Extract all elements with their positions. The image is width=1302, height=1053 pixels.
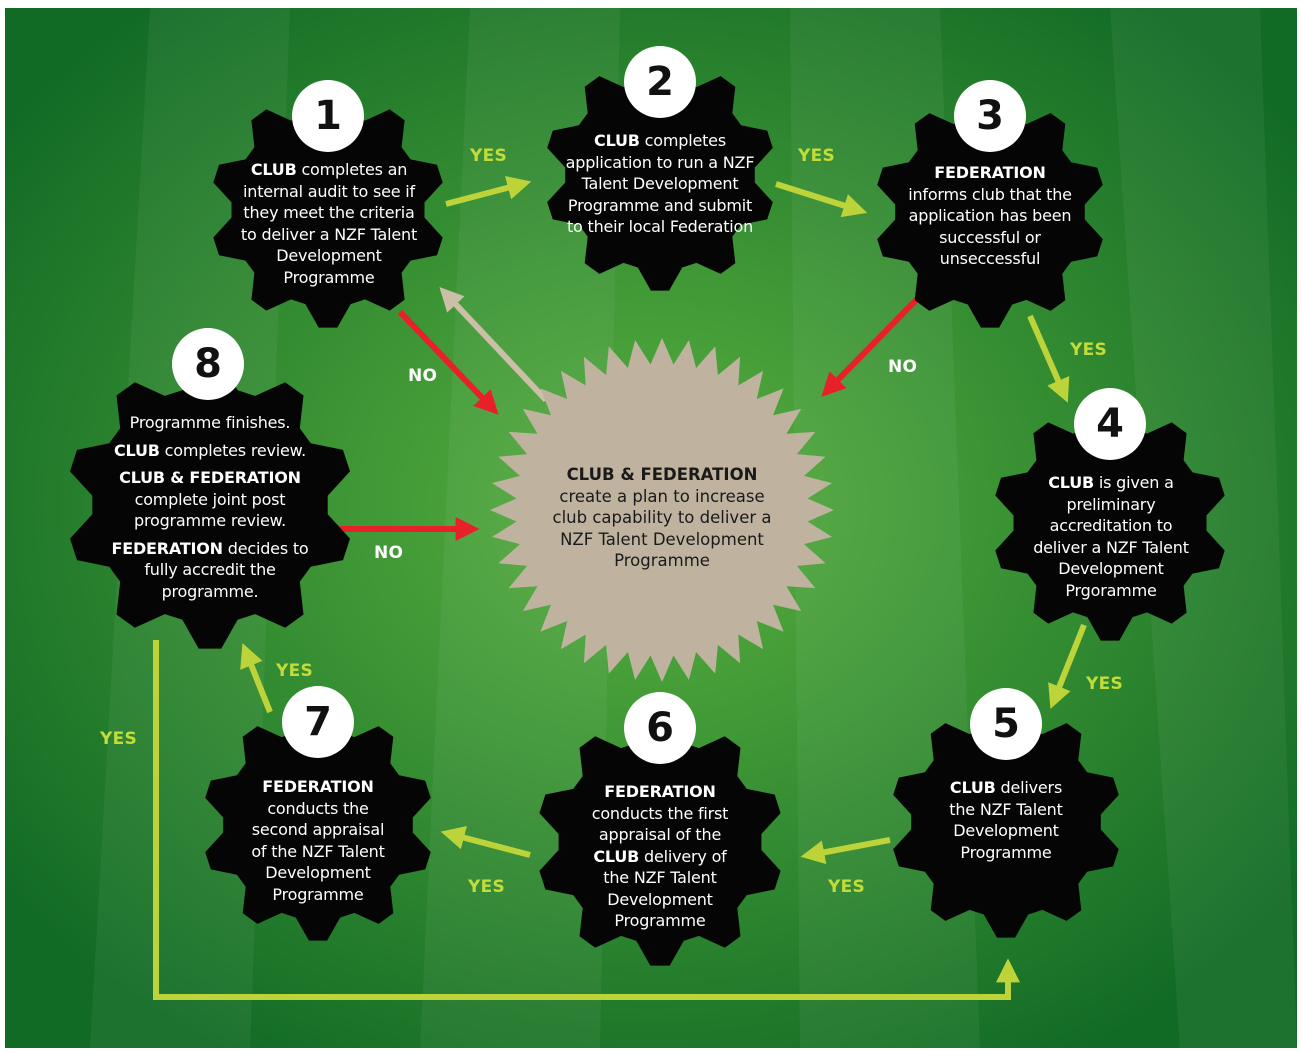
step-8-line-3: CLUB & FEDERATION complete joint post pro…	[98, 467, 322, 532]
step-8-text-4: decides to fully accredit the programme.	[144, 538, 309, 601]
step-3-description: informs club that the application has be…	[908, 184, 1072, 269]
step-1-text: CLUB completes an internal audit to see …	[236, 159, 422, 288]
center-text: CLUB & FEDERATION create a plan to increa…	[546, 464, 778, 572]
yes-arrow-5-to-6	[800, 837, 891, 865]
yes-label-5-6: YES	[828, 877, 866, 897]
step-8-text-3: complete joint post programme review.	[134, 489, 286, 531]
yes-arrow-3-to-4	[1027, 314, 1070, 403]
step-number-2: 2	[646, 59, 674, 105]
step-7-description: conducts the second appraisal of the NZF…	[251, 798, 385, 904]
step-8-actor-3: CLUB & FEDERATION	[119, 468, 301, 487]
step-6-actor: FEDERATION	[604, 782, 716, 801]
step-number-4: 4	[1096, 401, 1124, 447]
step-8-actor-2: CLUB	[114, 440, 160, 460]
return-arrow-center-to-1	[439, 287, 549, 403]
step-number-7: 7	[304, 699, 332, 745]
step-8-line-2: CLUB completes review.	[98, 440, 322, 462]
gear-2	[547, 46, 773, 291]
step-5-actor: CLUB	[949, 778, 996, 797]
step-number-6: 6	[646, 705, 674, 751]
step-4-actor: CLUB	[1048, 473, 1095, 492]
step-2-description: completes application to run a NZF Talen…	[565, 131, 755, 236]
yes-label-3-4: YES	[1070, 340, 1108, 360]
gear-1	[213, 80, 443, 328]
gear-7	[205, 686, 431, 941]
step-number-1: 1	[314, 93, 342, 139]
center-starburst	[490, 338, 834, 682]
step-4-text: CLUB is given a preliminary accreditatio…	[1024, 472, 1198, 601]
no-label-1: NO	[408, 366, 438, 386]
step-5-text: CLUB delivers the NZF Talent Development…	[938, 777, 1074, 863]
step-4-description: is given a preliminary accreditation to …	[1033, 473, 1189, 600]
step-8-text: Programme finishes. CLUB completes revie…	[98, 412, 322, 608]
gear-4	[995, 388, 1225, 641]
step-8-line-4: FEDERATION decides to fully accredit the…	[98, 538, 322, 603]
step-number-3: 3	[976, 93, 1004, 139]
yes-label-1-2: YES	[470, 146, 508, 166]
gear-5	[893, 688, 1119, 938]
step-6-description-a: conducts the first appraisal of the	[591, 803, 729, 845]
step-2-actor: CLUB	[594, 131, 640, 150]
step-1-description: completes an internal audit to see if th…	[240, 160, 418, 287]
yes-arrow-4-to-5	[1048, 623, 1087, 709]
gear-8	[70, 328, 350, 649]
yes-arrow-1-to-2	[445, 176, 532, 207]
yes-loop-arrow-8-to-5	[153, 640, 1020, 1000]
no-arrow-3-to-center	[821, 293, 923, 397]
no-arrow-1-to-center	[397, 309, 499, 415]
yes-arrow-7-to-8	[240, 643, 273, 714]
yes-label-4-5: YES	[1086, 674, 1124, 694]
gear-3	[877, 80, 1103, 328]
step-7-actor: FEDERATION	[262, 777, 374, 796]
step-3-actor: FEDERATION	[934, 163, 1046, 182]
yes-arrow-6-to-7	[440, 826, 531, 858]
center-actor: CLUB & FEDERATION	[566, 465, 758, 484]
step-8-actor-4: FEDERATION	[111, 538, 223, 558]
step-6-club: CLUB	[593, 846, 640, 866]
yes-label-2-3: YES	[798, 146, 836, 166]
yes-label-7-8: YES	[276, 661, 314, 681]
yes-label-6-7: YES	[468, 877, 506, 897]
yes-arrow-2-to-3	[775, 181, 868, 218]
connectors	[153, 176, 1087, 1000]
step-3-text: FEDERATION informs club that the applicat…	[902, 162, 1078, 270]
no-label-8: NO	[374, 543, 404, 563]
step-2-text: CLUB completes application to run a NZF …	[560, 130, 760, 238]
step-6-text: FEDERATION conducts the first appraisal o…	[580, 781, 740, 932]
step-7-text: FEDERATION conducts the second appraisal …	[246, 776, 390, 905]
yes-label-loop: YES	[100, 729, 138, 749]
no-label-3: NO	[888, 357, 918, 377]
step-8-line-1: Programme finishes.	[129, 413, 291, 432]
step-8-text-2: completes review.	[159, 440, 307, 460]
gear-6	[539, 692, 781, 966]
step-number-5: 5	[992, 701, 1020, 747]
step-6-description-b: delivery of the NZF Talent Development P…	[603, 846, 727, 931]
center-description: create a plan to increase club capabilit…	[552, 486, 772, 571]
step-number-8: 8	[194, 341, 222, 387]
step-1-actor: CLUB	[250, 160, 297, 179]
step-5-description: delivers the NZF Talent Development Prog…	[949, 778, 1063, 862]
